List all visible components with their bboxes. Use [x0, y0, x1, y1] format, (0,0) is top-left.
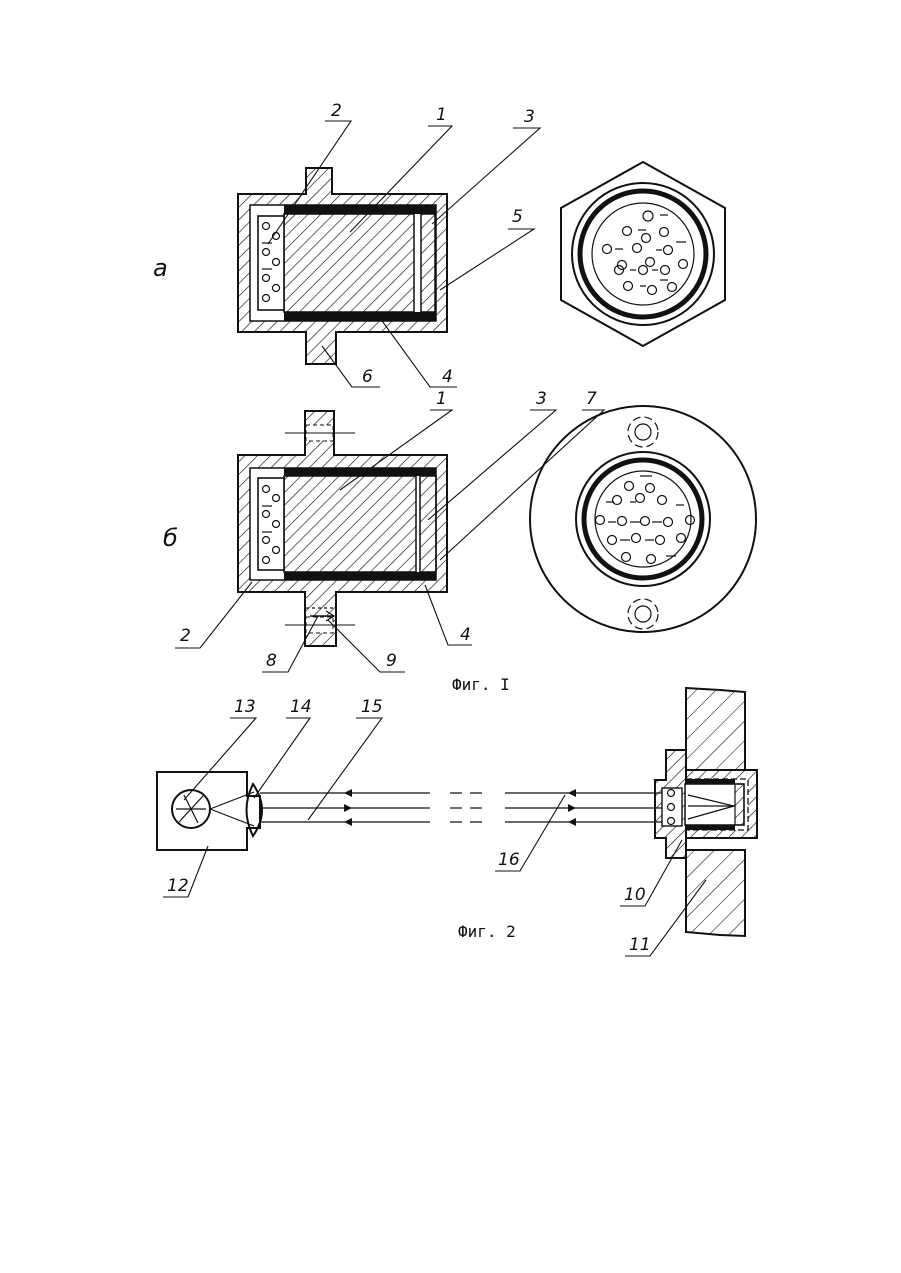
fig2-leader-lines	[163, 718, 706, 956]
fig1a-view-label: а	[153, 254, 168, 282]
fig1a-section-view	[238, 168, 447, 364]
fig2-light-beams	[260, 789, 662, 826]
figure1-caption: Фиг. I	[452, 675, 510, 694]
callout-12: 12	[167, 876, 189, 896]
callout-13: 13	[234, 697, 256, 717]
callout-4b: 4	[460, 625, 471, 645]
callout-6a: 6	[362, 367, 373, 387]
fig1b-section-view	[238, 411, 447, 646]
callout-14: 14	[290, 697, 312, 717]
callout-8b: 8	[266, 651, 277, 671]
fig1b-end-view	[530, 406, 756, 632]
callout-1b: 1	[436, 389, 447, 409]
callout-4a: 4	[442, 367, 453, 387]
callout-7b: 7	[586, 389, 597, 409]
callout-2a: 2	[331, 101, 342, 121]
microprism-array-a	[603, 211, 688, 295]
fig2-emitter-unit	[157, 772, 262, 850]
callout-3a: 3	[524, 107, 535, 127]
callout-15: 15	[361, 697, 383, 717]
callout-16: 16	[498, 850, 520, 870]
callout-2b: 2	[180, 626, 191, 646]
fig1a-end-view	[561, 162, 725, 346]
figure2-caption: Фиг. 2	[458, 922, 516, 941]
callout-9b: 9	[386, 651, 397, 671]
fig1b-view-label: б	[163, 524, 178, 552]
callout-5a: 5	[512, 207, 523, 227]
callout-1a: 1	[436, 105, 447, 125]
callout-11: 11	[629, 935, 651, 955]
callout-10: 10	[624, 885, 646, 905]
callout-3b: 3	[536, 389, 547, 409]
